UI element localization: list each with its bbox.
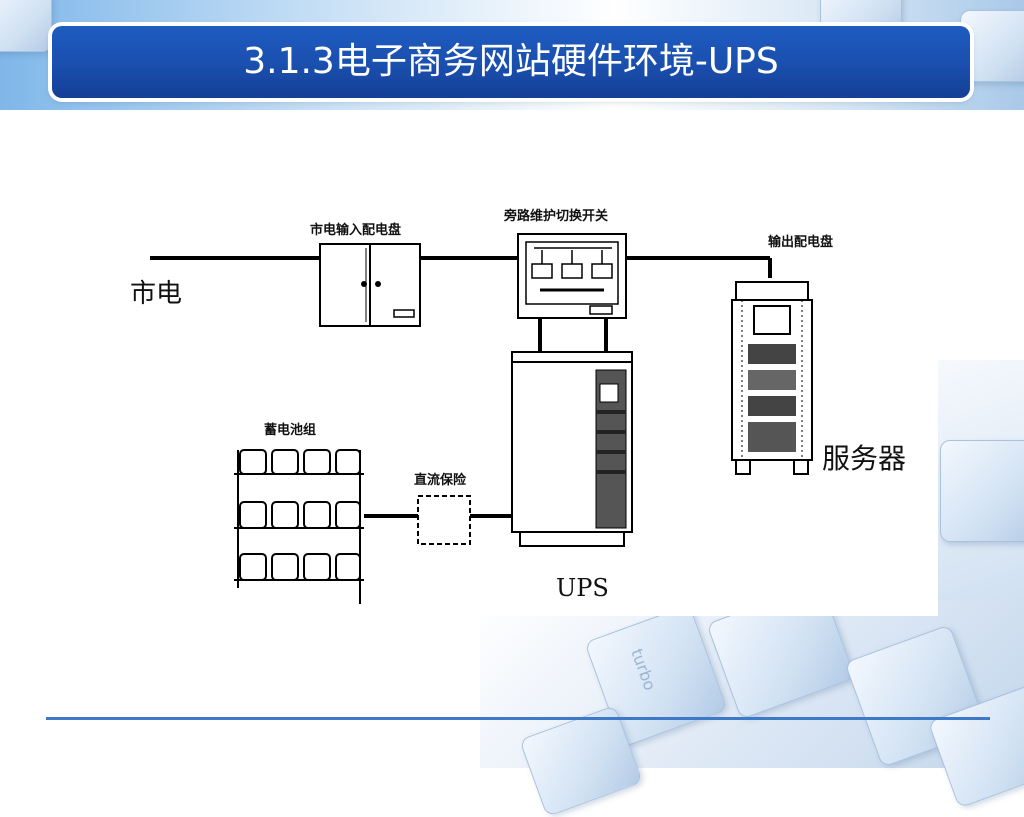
dc-fuse-label: 直流保险 <box>414 472 467 488</box>
mains-label: 市电 <box>130 279 182 309</box>
bypass-maintenance-switch <box>517 233 627 319</box>
output-panel-label: 输出配电盘 <box>768 234 833 250</box>
slide-title-bar: 3.1.3电子商务网站硬件环境-UPS <box>52 26 970 98</box>
server-label: 服务器 <box>822 442 906 475</box>
battery-rack <box>234 449 364 604</box>
ups-diagram: 市电 市电输入配电盘 旁路维护切换开关 UPS <box>130 208 906 604</box>
footer-rule <box>46 717 990 720</box>
input-distribution-panel <box>319 243 421 327</box>
slide-title: 3.1.3电子商务网站硬件环境-UPS <box>243 41 779 82</box>
keyboard-key-decoration <box>940 440 1024 542</box>
dc-fuse-box <box>417 495 471 545</box>
input-panel-label: 市电输入配电盘 <box>310 222 401 238</box>
bypass-switch-label: 旁路维护切换开关 <box>503 208 608 224</box>
server-rack <box>731 281 813 475</box>
keyboard-key-decoration <box>0 0 52 52</box>
ups-label: UPS <box>556 574 609 602</box>
ups-cabinet <box>511 351 633 547</box>
keyboard-key-decoration <box>960 10 1024 82</box>
battery-label: 蓄电池组 <box>264 422 316 438</box>
